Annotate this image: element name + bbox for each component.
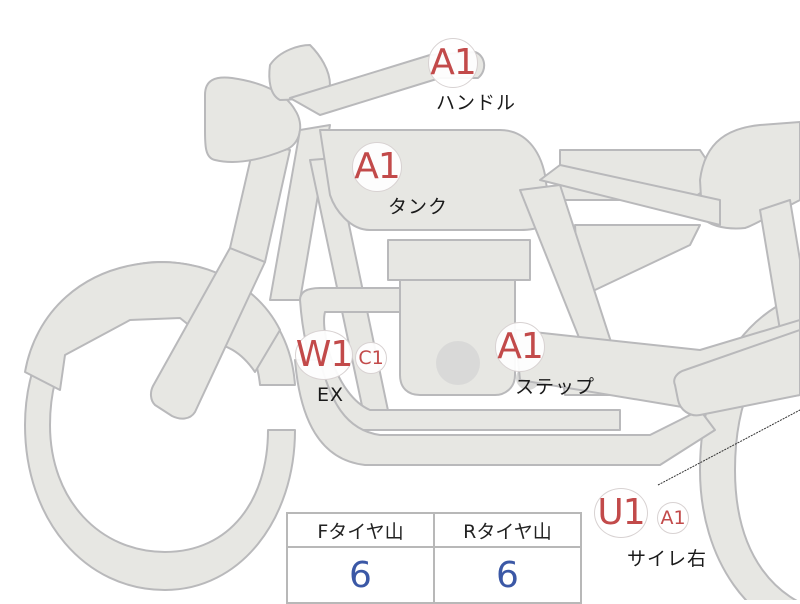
exhaust-lower	[294, 359, 716, 466]
tank-label: タンク	[388, 196, 449, 218]
front-tire-header: Fタイヤ山	[286, 512, 435, 548]
exhaust-grade-badge: W1	[295, 330, 353, 380]
front-fork	[149, 247, 266, 420]
silencer-grade-badge: U1	[594, 488, 648, 538]
engine-cover	[436, 341, 480, 385]
tire-table-header-row: Fタイヤ山 Rタイヤ山	[286, 512, 582, 548]
step-label: ステップ	[515, 376, 596, 398]
handle-label: ハンドル	[436, 92, 517, 114]
exhaust-subgrade-badge: C1	[355, 342, 387, 374]
silencer-grade: U1	[597, 492, 645, 533]
step-grade-badge: A1	[495, 322, 545, 372]
exhaust-subgrade: C1	[358, 346, 384, 369]
exhaust-grade: W1	[295, 334, 353, 375]
silencer-subgrade-badge: A1	[657, 502, 689, 534]
engine-head	[387, 239, 531, 281]
step-grade: A1	[497, 326, 544, 367]
rear-tire-value: 6	[433, 546, 582, 604]
handle-grade-badge: A1	[428, 38, 478, 88]
tire-table-value-row: 6 6	[286, 546, 582, 604]
rear-box	[673, 329, 800, 417]
rear-shock	[759, 199, 800, 331]
exhaust-label: EX	[317, 384, 345, 406]
tank-grade: A1	[354, 146, 401, 187]
tire-tread-table: Fタイヤ山 Rタイヤ山 6 6	[286, 512, 582, 604]
handle-grade: A1	[430, 42, 477, 83]
engine-block	[399, 279, 516, 396]
frame-top-rear	[539, 164, 721, 226]
front-tire-value: 6	[286, 546, 435, 604]
rear-tire-header: Rタイヤ山	[433, 512, 582, 548]
tank-grade-badge: A1	[352, 142, 402, 192]
silencer-subgrade: A1	[660, 506, 686, 529]
silencer-label: サイレ右	[627, 548, 708, 570]
